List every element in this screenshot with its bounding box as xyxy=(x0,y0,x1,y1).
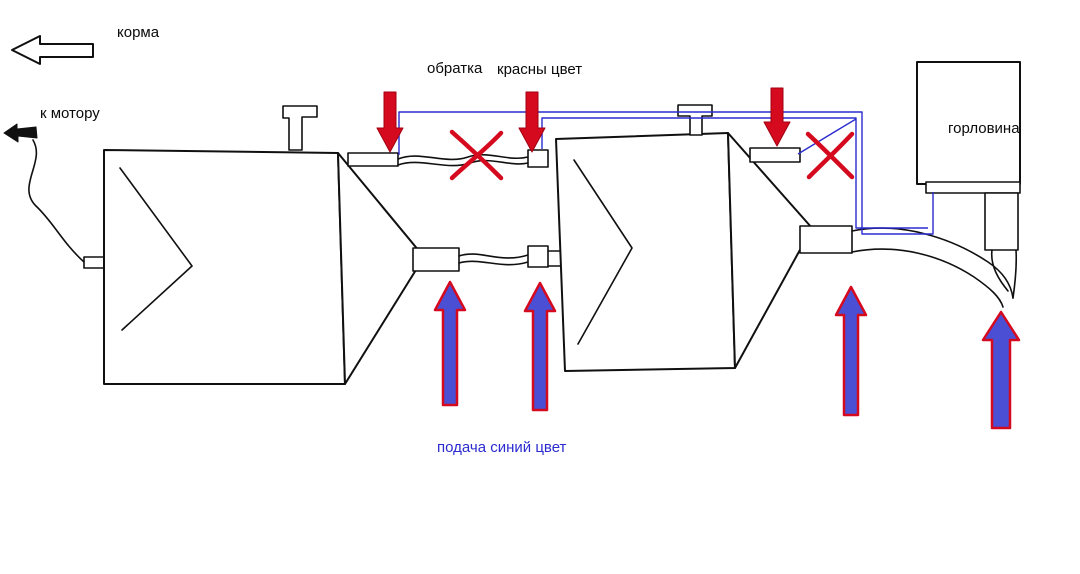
tank-1-body xyxy=(103,149,346,385)
supply-arrow-1-icon xyxy=(433,280,467,407)
return-arrow-2-icon xyxy=(518,91,546,153)
filler-neck-flange xyxy=(925,181,1021,194)
filler-hose-lower-edge xyxy=(851,248,1004,308)
inline-return-fitting xyxy=(527,149,549,168)
inline-supply-fitting xyxy=(527,245,549,268)
filler-neck-assembly xyxy=(851,61,1021,308)
label-supply: подача синий цвет xyxy=(437,439,567,456)
stern-direction-arrow-icon xyxy=(11,35,94,65)
label-stern: корма xyxy=(117,24,160,41)
label-to-motor: к мотору xyxy=(40,105,100,122)
motor-fuel-hose xyxy=(28,139,85,263)
tank-1-vent-pipe xyxy=(282,105,318,151)
cross-out-mark-1 xyxy=(449,129,504,181)
filler-pipe-hose-right-edge xyxy=(1012,249,1018,299)
label-filler-neck: горловина xyxy=(948,120,1020,137)
tank-2-vent-pipe xyxy=(677,104,713,136)
tank-1-inlet-stub xyxy=(83,256,106,269)
tank-1-return-fitting xyxy=(347,152,399,167)
supply-line-route-3 xyxy=(797,118,857,155)
supply-arrow-4-icon xyxy=(981,310,1021,430)
return-hose-upper-edge xyxy=(397,153,529,161)
fuel-tank-1 xyxy=(103,105,460,385)
cross-out-mark-2 xyxy=(805,131,855,180)
return-arrow-1-icon xyxy=(376,91,404,153)
supply-hose-upper-edge xyxy=(458,253,529,259)
supply-arrow-3-icon xyxy=(834,285,868,417)
tank-2-return-fitting xyxy=(749,147,801,163)
tank-1-perspective-lines xyxy=(119,167,193,331)
label-return-line: обратка xyxy=(427,60,483,77)
supply-hose-lower-edge xyxy=(458,260,529,266)
return-hose-lower-edge xyxy=(397,159,529,167)
label-red-color: красны цвет xyxy=(497,61,582,78)
tank-2-side-fitting xyxy=(799,225,853,254)
tank-1-supply-fitting xyxy=(412,247,460,272)
to-motor-arrow-icon xyxy=(3,123,38,143)
filler-neck-pipe xyxy=(984,192,1019,251)
fuel-tank-2 xyxy=(555,104,853,372)
tank-1-side-wedge xyxy=(337,152,425,385)
tank-2-perspective-lines xyxy=(573,159,633,345)
filler-pipe-hose-left-edge xyxy=(990,249,1009,292)
tank-2-side-wedge xyxy=(727,132,813,369)
supply-line-route-1 xyxy=(398,111,934,235)
supply-arrow-2-icon xyxy=(523,281,557,412)
return-arrow-3-icon xyxy=(763,87,791,147)
